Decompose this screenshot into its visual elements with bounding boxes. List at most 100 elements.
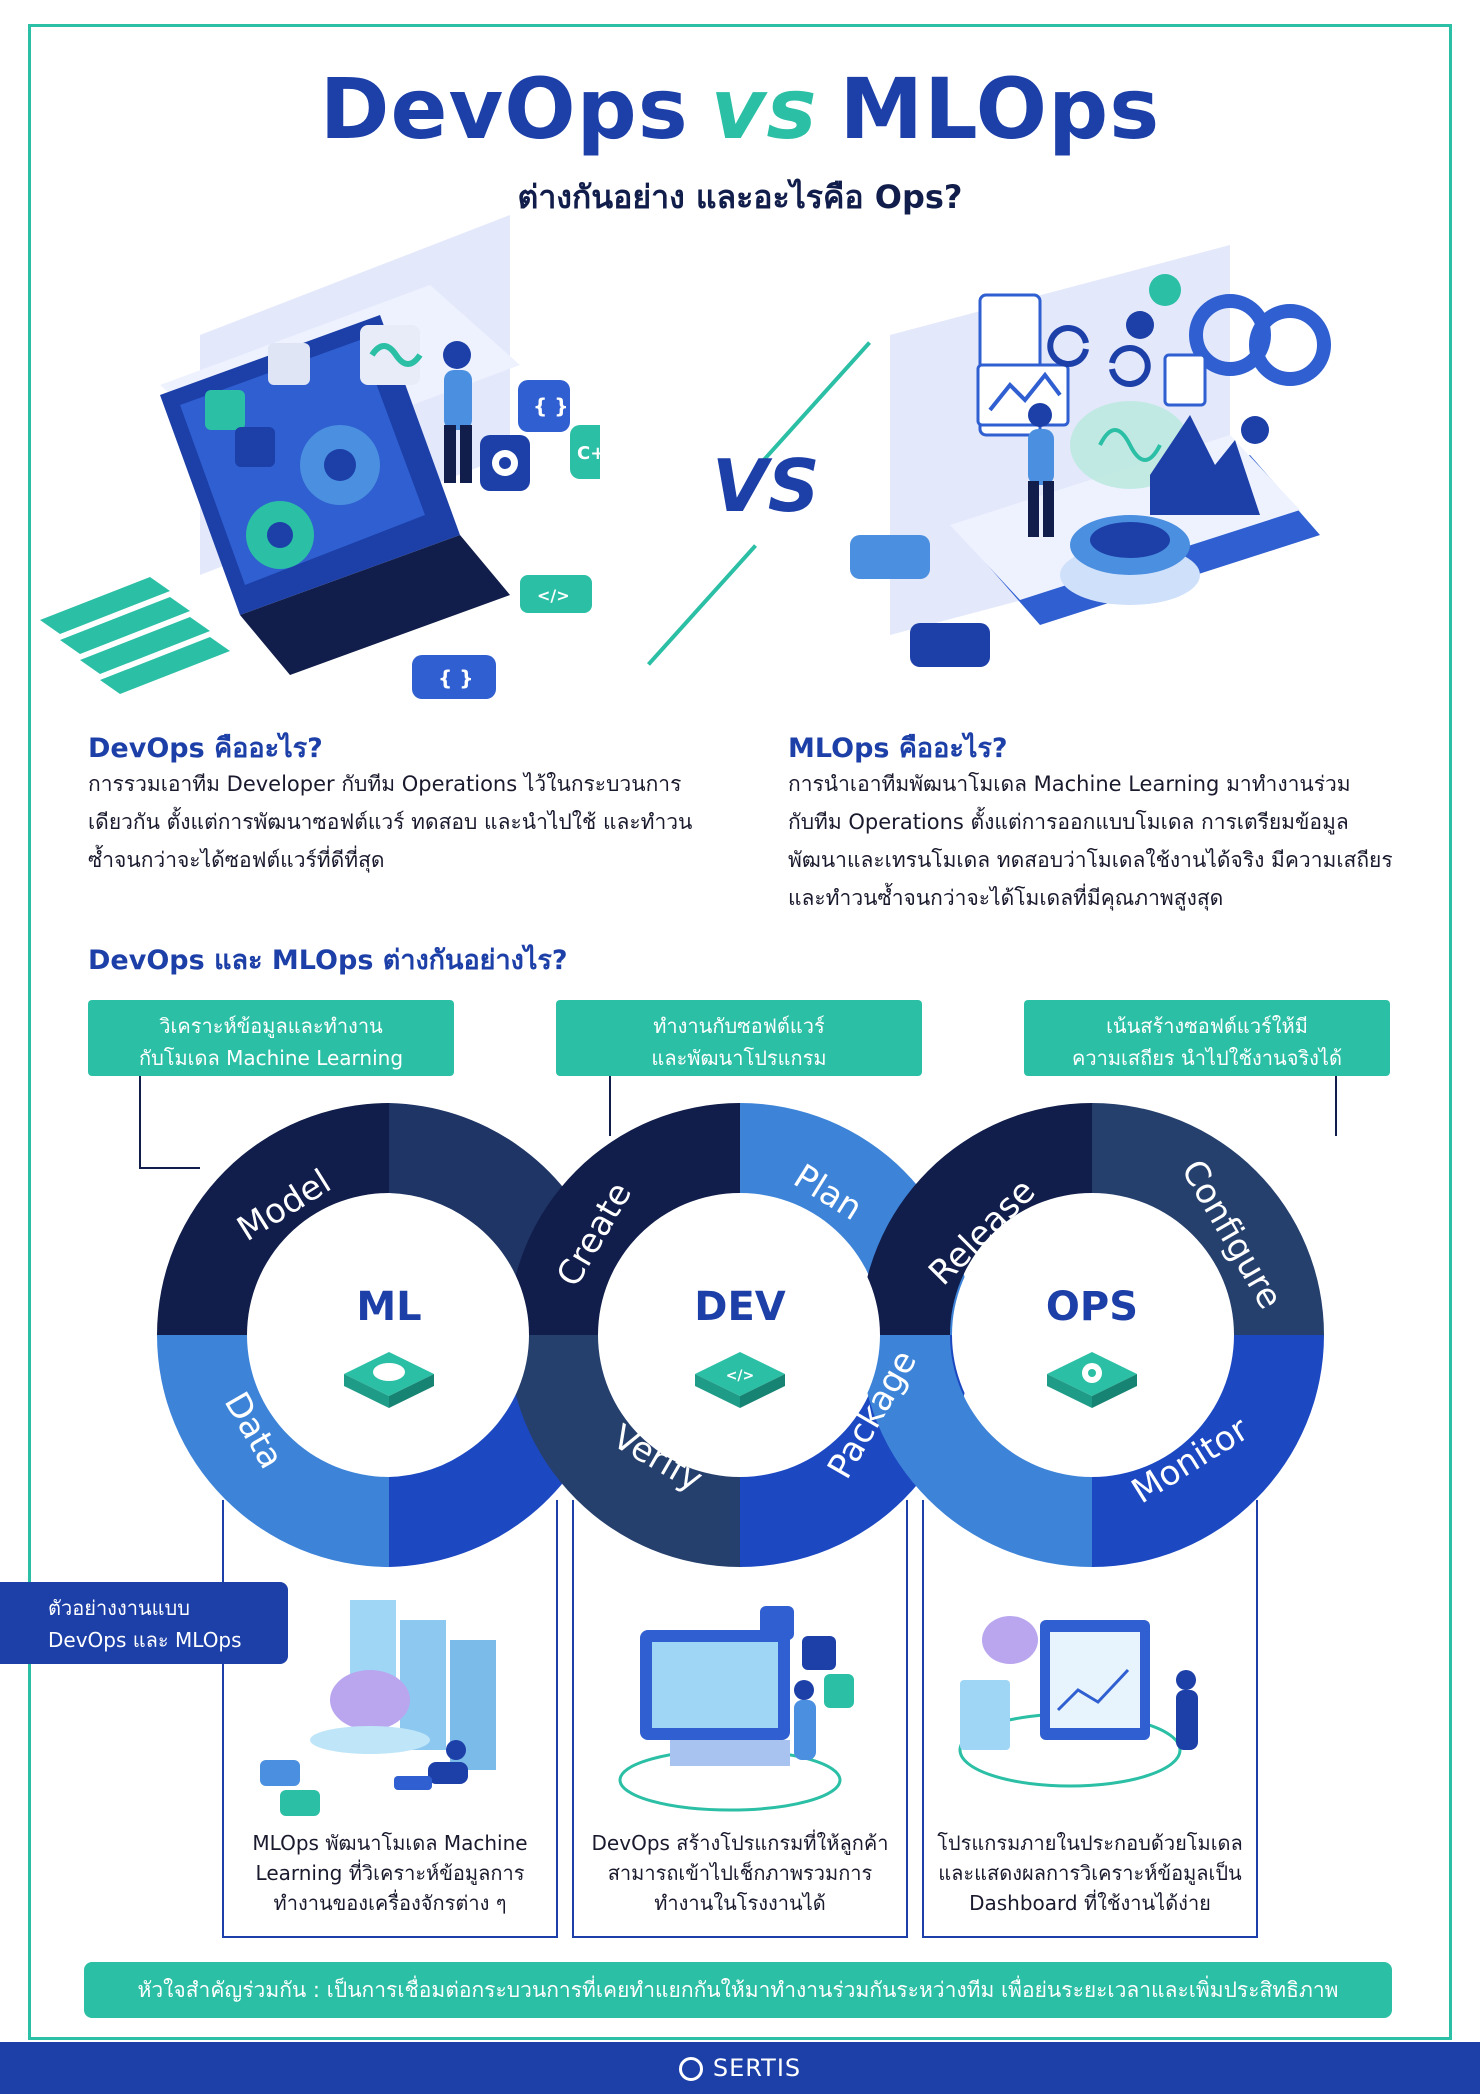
gear-hub <box>324 449 356 481</box>
person-leg <box>444 425 456 483</box>
person-leg <box>1043 481 1054 537</box>
gear-icon <box>1149 274 1181 306</box>
svg-text:{ }: { } <box>438 666 473 690</box>
code-card-icon <box>235 427 275 467</box>
mlops-desc-line: และทำวนซ้ำจนกว่าจะได้โมเดลที่มีคุณภาพสูง… <box>788 886 1224 910</box>
svg-text:{ }: { } <box>533 394 568 418</box>
segment-verify <box>508 1335 740 1567</box>
mountain-chart <box>1150 415 1260 515</box>
infinity-stroke <box>369 343 423 367</box>
center-ml: ML <box>356 1284 421 1330</box>
title-devops: DevOps <box>319 60 689 158</box>
svg-text:C+: C+ <box>577 443 600 464</box>
infinity-icon <box>1189 294 1331 386</box>
devops-heading: DevOps คืออะไร? <box>88 733 323 764</box>
person-head <box>443 341 471 369</box>
svg-text:</>: </> <box>537 586 570 605</box>
chart-card-icon <box>976 363 1070 427</box>
brain-icon <box>330 1670 410 1730</box>
svg-text:</>: </> <box>726 1368 755 1384</box>
devops-mlops-cycle: Model Data Create Plan Verify Package Re… <box>157 1103 1324 1567</box>
person-head <box>1028 403 1052 427</box>
person-body <box>1176 1690 1198 1750</box>
brain-tile-icon <box>260 1760 300 1786</box>
gear-tile-icon <box>1047 1352 1137 1408</box>
devops-desc-line: ซ้ำจนกว่าจะได้ซอฟต์แวร์ที่ดีที่สุด <box>88 848 385 872</box>
cplus-tile-icon <box>570 425 600 479</box>
server-brain-illustration <box>260 1600 496 1816</box>
infinity-icon <box>360 325 420 385</box>
person-leg <box>1028 481 1039 537</box>
bar-chart-icon <box>1163 353 1207 407</box>
devops-desc-line: เดียวกัน ตั้งแต่การพัฒนาซอฟต์แวร์ ทดสอบ … <box>88 810 693 834</box>
ml-description-box: วิเคราะห์ข้อมูลและทำงาน กับโมเดล Machine… <box>88 1000 454 1076</box>
cplus-tile-icon <box>824 1674 854 1708</box>
brand-name: SERTIS <box>712 2054 802 2082</box>
example-caption-devops: DevOps สร้างโปรแกรมที่ให้ลูกค้า สามารถเข… <box>591 1831 889 1915</box>
center-dev: DEV <box>694 1284 786 1330</box>
ops-ring <box>860 1103 1324 1567</box>
devops-description: การรวมเอาทีม Developer กับทีม Operations… <box>88 765 728 879</box>
example-box-devops <box>572 1500 908 1938</box>
code-tile-icon <box>520 575 592 613</box>
person-head <box>1176 1670 1196 1690</box>
hologram-base <box>310 1726 430 1754</box>
gear-icon <box>1126 311 1154 339</box>
footer: SERTIS <box>0 2042 1480 2094</box>
box-connectors <box>139 1076 1337 1169</box>
monitor-screen <box>652 1642 778 1728</box>
chart-tile-icon <box>280 1790 320 1816</box>
example-caption-mlops: MLOps พัฒนาโมเดล Machine Learning ที่วิเ… <box>252 1831 528 1915</box>
bracket-tile-icon <box>760 1606 794 1640</box>
difference-heading: DevOps และ MLOps ต่างกันอย่างไร? <box>88 945 568 976</box>
ci-cd-icon <box>1047 325 1151 387</box>
brain-icon <box>982 1616 1038 1664</box>
example-caption-dashboard: โปรแกรมภายในประกอบด้วยโมเดล และแสดงผลการ… <box>937 1831 1243 1915</box>
center-ops: OPS <box>1046 1284 1138 1330</box>
person-body <box>444 370 472 430</box>
dashboard-panel <box>1050 1632 1140 1728</box>
bracket-icon <box>268 343 310 385</box>
segment-configure <box>1092 1103 1324 1335</box>
sertis-logo-icon <box>678 2057 703 2081</box>
example-box-mlops <box>222 1500 558 1938</box>
devops-desc-line: การรวมเอาทีม Developer กับทีม Operations… <box>88 772 682 796</box>
mlops-desc-line: การนำเอาทีมพัฒนาโมเดล Machine Learning ม… <box>788 772 1351 796</box>
title-vs: vs <box>710 60 818 158</box>
bracket-tile-icon-bottom <box>412 655 496 699</box>
laptop-keyboard <box>240 535 510 675</box>
mlops-description: การนำเอาทีมพัฒนาโมเดล Machine Learning ม… <box>788 765 1408 917</box>
program-monitor-illustration <box>618 1606 854 1812</box>
gear-card-icon <box>205 390 245 430</box>
person-leg <box>460 425 472 483</box>
brain-tile-icon <box>344 1352 434 1408</box>
code-tile-icon: </> <box>695 1352 785 1408</box>
dev-description-box: ทำงานกับซอฟต์แวร์ และพัฒนาโปรแกรม <box>556 1000 922 1076</box>
examples-label: ตัวอย่างงานแบบ DevOps และ MLOps <box>0 1582 288 1664</box>
mlops-desc-line: กับทีม Operations ตั้งแต่การออกแบบโมเดล … <box>788 810 1349 834</box>
pedestal-core <box>1090 522 1170 558</box>
brain-tile-icon <box>850 535 930 579</box>
person-head <box>794 1680 814 1700</box>
segment-ops-lower-left <box>860 1335 1092 1567</box>
mlops-desc-line: พัฒนาและเทรนโมเดล ทดสอบว่าโมเดลใช้งานได้… <box>788 848 1393 872</box>
person-body <box>1028 429 1054 485</box>
person-head <box>446 1740 466 1760</box>
keyboard-icon <box>670 1740 790 1766</box>
gear-hub-teal <box>267 522 293 548</box>
mlops-heading: MLOps คืออะไร? <box>788 733 1008 764</box>
segment-model <box>157 1103 389 1335</box>
mlops-illustration <box>850 245 1331 667</box>
segment-data <box>157 1335 389 1567</box>
gear-icon <box>1241 416 1269 444</box>
vs-label: VS <box>712 444 820 528</box>
person-body <box>794 1700 816 1760</box>
server-icon <box>400 1620 446 1750</box>
dashboard-illustration <box>958 1616 1198 1788</box>
gear-tile-icon <box>802 1636 836 1670</box>
chart-tile-icon <box>910 623 990 667</box>
laptop-icon <box>394 1776 432 1790</box>
document-icon <box>960 1680 1010 1750</box>
devops-illustration: { } C+ </> { } <box>40 215 600 699</box>
